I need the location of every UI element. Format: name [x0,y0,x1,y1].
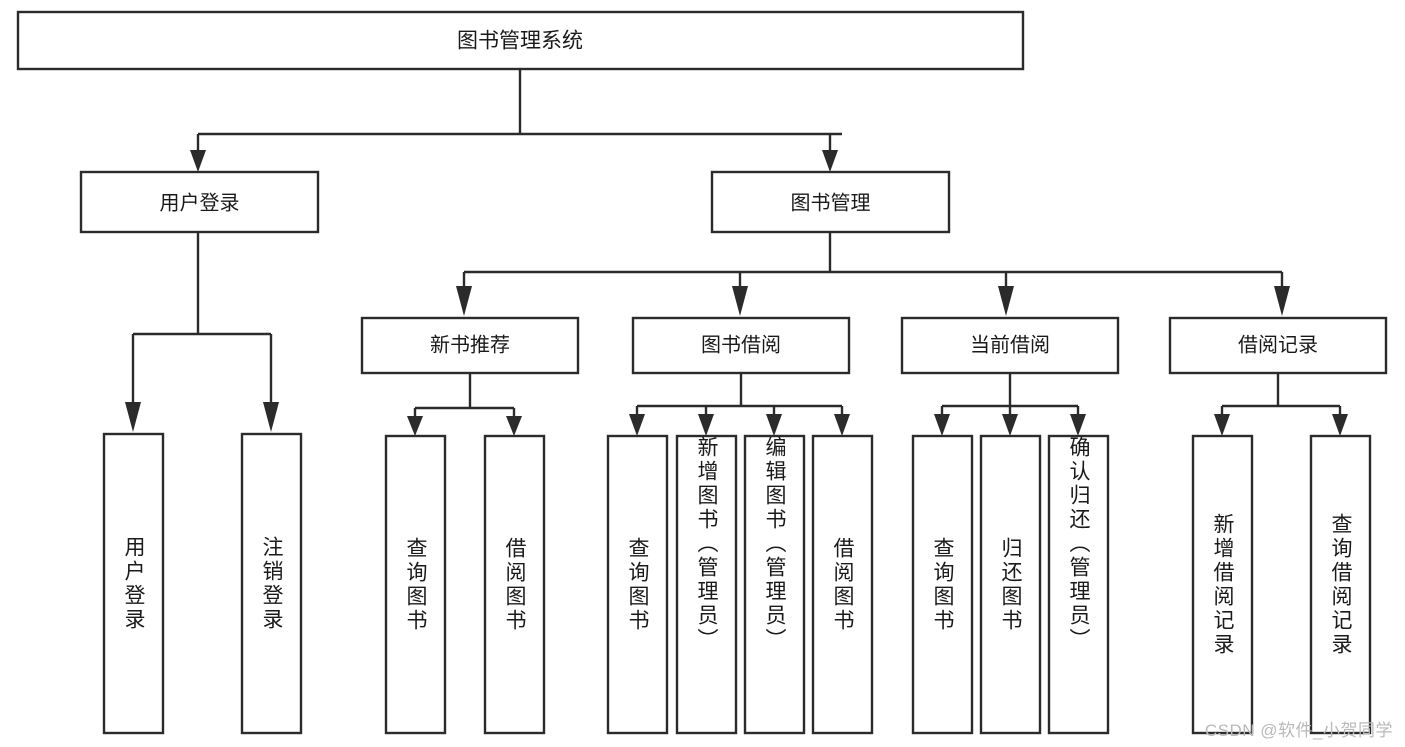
node-root-system-label: 图书管理系统 [457,30,583,53]
leaf-box-add-book[interactable] [675,434,738,735]
leaf-box-logout[interactable] [240,432,303,735]
connector-user-login-to-leaves [125,232,279,432]
node-user-login[interactable]: 用户登录 [79,170,320,234]
connector-current-borrow-to-leaves [934,373,1086,436]
node-book-borrow[interactable]: 图书借阅 [631,316,851,375]
leaf-box-borrow-book-1[interactable] [483,434,546,735]
node-book-borrow-label: 图书借阅 [701,333,781,356]
node-book-management[interactable]: 图书管理 [710,170,951,234]
leaf-box-user-login[interactable] [102,432,165,735]
node-root-system[interactable]: 图书管理系统 [16,10,1025,71]
node-new-book-recommend-label: 新书推荐 [430,333,510,356]
node-book-management-label: 图书管理 [791,191,871,214]
node-new-book-recommend[interactable]: 新书推荐 [360,316,580,375]
leaf-box-query-book-1[interactable] [384,434,447,735]
leaf-box-edit-book[interactable] [743,434,806,735]
leaf-box-borrow-book-2[interactable] [811,434,874,735]
leaf-box-add-record[interactable] [1191,434,1254,735]
node-user-login-label: 用户登录 [160,191,240,214]
connector-book-borrow-to-leaves [629,373,850,436]
leaf-box-query-book-2[interactable] [606,434,669,735]
leaf-box-return-book[interactable] [979,434,1042,735]
node-current-borrow-label: 当前借阅 [970,333,1050,356]
connector-new-book-recommend-to-leaves [407,373,522,436]
watermark-text: CSDN @软件_小贺同学 [1204,721,1393,740]
leaf-box-confirm-return[interactable] [1047,434,1110,735]
node-current-borrow[interactable]: 当前借阅 [900,316,1120,375]
leaf-box-query-book-3[interactable] [911,434,974,735]
connector-root-to-level2 [190,69,842,172]
node-borrow-record[interactable]: 借阅记录 [1168,316,1388,375]
node-borrow-record-label: 借阅记录 [1238,333,1318,356]
connector-borrow-record-to-leaves [1214,373,1348,436]
leaf-box-query-record[interactable] [1309,434,1372,735]
connector-book-management-to-level3 [456,232,1290,316]
